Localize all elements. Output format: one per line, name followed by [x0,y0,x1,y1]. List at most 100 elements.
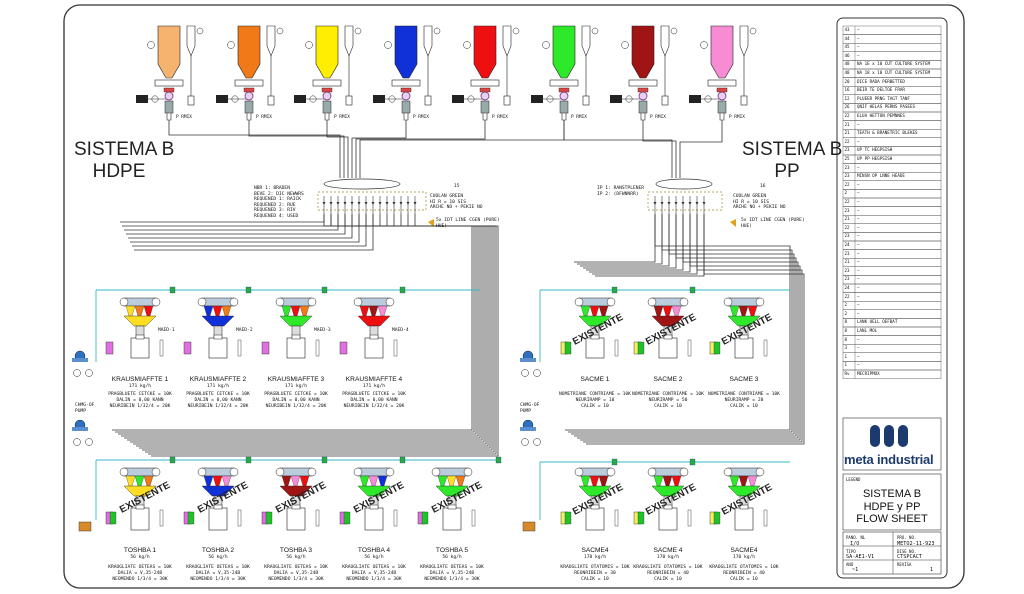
right-note-spec-line: CUOLAN GREEN [733,194,767,199]
liquid-drum [261,341,270,355]
tag-bubble [151,297,161,307]
extruder-capacity: 56 kg/h [208,555,228,560]
cyclone-filter [739,25,749,57]
extruder-spec: KRAOGLIATE OTATOMIS = 10K [633,565,703,570]
revision-text: BEIR TE DELTOE FRAR [857,87,905,93]
tank-neck [135,504,145,510]
manifold-to-sacme-line [580,214,670,267]
revision-text: – [857,121,860,127]
revision-text: NA 1E x 10 CUT CULTURE SYSTEM [857,61,931,67]
premix-tag: P RMIX [650,114,666,120]
extruder-spec: NEOMENDO 1/3/4 = 30K [424,577,480,582]
receiver-tank [364,507,384,531]
receiver-tank [364,337,384,359]
silo-to-manifold-line [355,120,486,178]
liquid-drum [637,341,645,355]
revision-text: – [857,353,860,359]
extruder-spec: DALIN = 0,00 KANN [194,398,242,403]
premix-tag: P RMIX [729,114,745,120]
extruder-spec: REONRIBEIN = 30 [574,571,616,576]
tank-neck [663,504,673,510]
extruder-spec: DALIA = V,35-24B [273,571,319,576]
revision-number: 22 [844,199,850,204]
cyclone-bin [503,95,511,106]
liquid-drum [265,511,273,525]
silo-tank [710,25,734,79]
revision-number: 21 [844,121,850,127]
extruder-spec: PRAGBLUETE CETCKE = 10K [342,392,406,397]
meta-value-5: ~1 [852,567,859,573]
revision-number: 22 [844,293,850,299]
feeder-body [244,100,254,114]
tank-neck [369,504,379,510]
cyclone-bin [424,95,432,106]
silo-frame [391,79,421,87]
extruder-name: KRAUSMIAFFTE 2 [189,376,247,383]
extruder-spec: PRAGBLUETE CETCKE = 10K [264,392,328,397]
flow-arrow [399,202,403,205]
title-box [842,473,942,531]
extruder-spec: DALIN = 0,00 KANN [350,398,398,403]
extruder-spec: NEURIRAMP = 50 [648,398,688,403]
mixing-hopper [651,315,685,327]
sacme-extruder [633,297,692,359]
flow-arrow [660,202,664,205]
blower-motor [531,95,543,103]
tag-bubble [73,438,81,446]
right-system-title-line1: SISTEMA B [742,139,843,160]
flow-arrow [702,202,706,205]
left-note-line: REQUENED 4: USED [254,213,299,219]
cyclone-filter [581,25,591,57]
tank-neck [590,334,600,340]
extruder-spec: KRAOGLIATE OETEAS = 10K [264,565,328,570]
tag-bubble [119,297,129,307]
meta-label-2: PRO. NO. [897,535,917,540]
drawing-title-line2: HDPE y PP [863,500,921,513]
rotary-valve [164,91,174,101]
chiller-pump [522,521,536,532]
liquid-drum [187,511,195,525]
extruder-name: SACME4 [581,547,609,554]
premix-tag: P RMIX [492,114,508,120]
line-marker [245,286,252,294]
premix-tag: P RMIX [571,114,587,120]
revision-text: MINSN OP LNNE HEADE [857,173,905,179]
revision-number: 23 [844,207,850,213]
revision-text: – [857,310,860,316]
silo-to-manifold-line [679,120,723,178]
tag-bubble [749,27,757,35]
silo-frame [470,79,500,87]
control-panel [687,339,692,357]
sacme-extruder [709,297,768,359]
flow-arrow [364,202,368,205]
valve-actuator [163,87,175,93]
mixer-tag: MAED-3 [314,328,331,333]
dosing-manifold [651,467,685,477]
revision-number: 2 [844,190,848,196]
meta-label-4: DISE NO. [897,549,917,554]
revision-text: – [857,44,860,50]
revision-row [842,369,942,379]
line-marker [611,458,618,466]
control-panel [393,509,398,527]
revision-number: 2 [844,302,848,308]
mixing-hopper [651,485,685,497]
extruder-name: SACME4 [730,547,758,554]
line-marker [321,456,328,464]
tag-bubble [533,438,541,446]
transfer-pump [72,419,93,446]
revision-text: – [857,190,860,196]
silo-tank [394,25,418,79]
liquid-drum [713,511,721,525]
logo-box [842,417,942,471]
mixing-hopper [357,315,391,327]
sheet-border [63,4,965,589]
cyclone-bin [582,95,590,106]
revision-number: 24 [844,242,850,247]
tag-bubble [276,27,284,35]
tag-bubble [354,27,362,35]
left-note-spec: CUOLAN GREEN HI R = 10 SIS ARCHE NO + PE… [430,194,483,211]
left-system-title: SISTEMA B HDPE [74,139,174,183]
control-panel [763,339,768,357]
tag-bubble [433,27,441,35]
